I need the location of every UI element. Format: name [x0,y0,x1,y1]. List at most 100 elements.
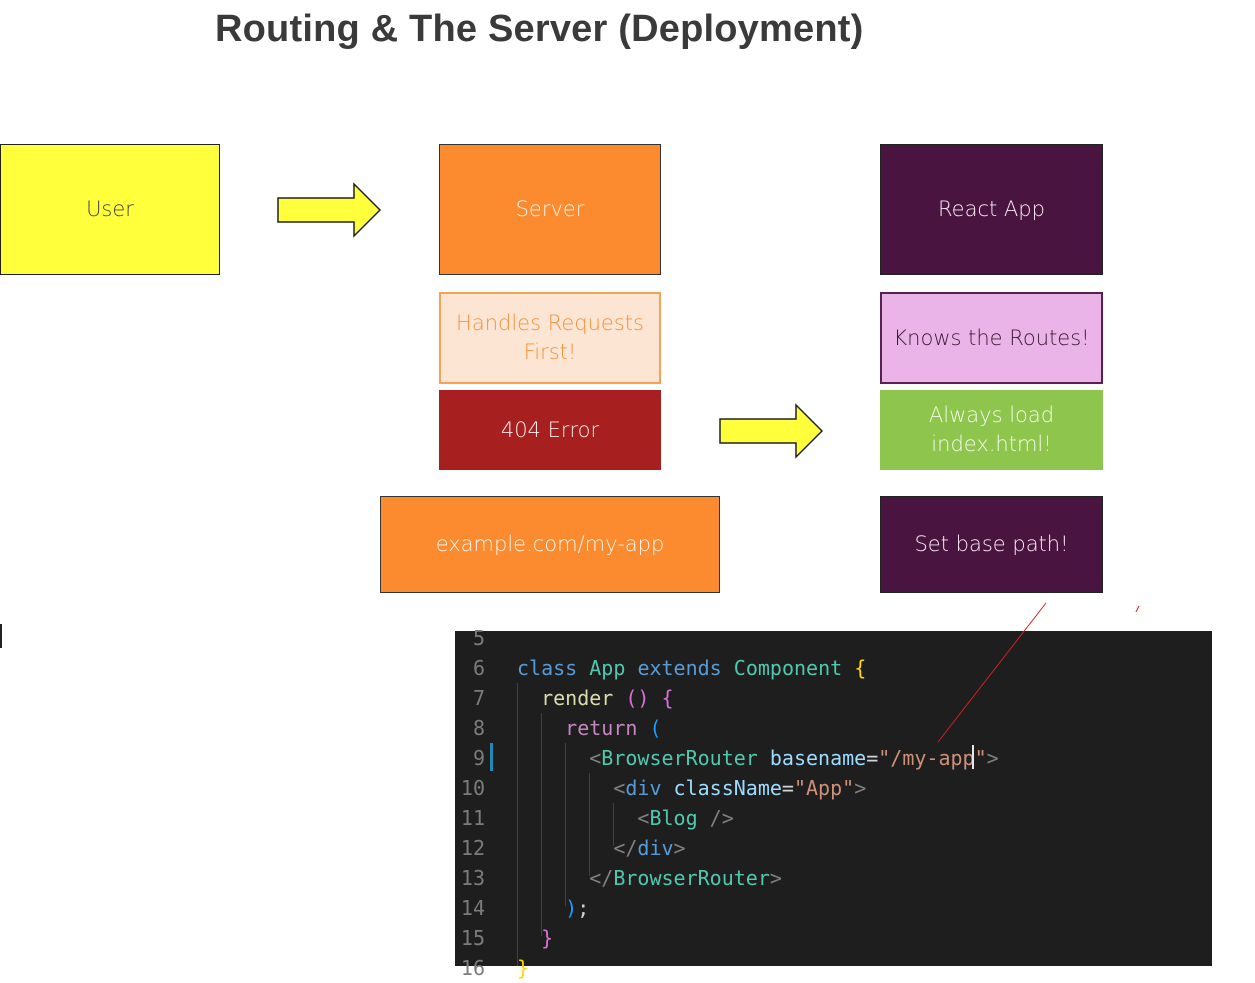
code-text: } [517,923,553,953]
indent-guide [517,683,518,966]
code-token [649,686,661,710]
code-token: </ [589,866,614,890]
server-box-label: Server [515,197,585,221]
arrow-right-icon [719,403,824,459]
code-token: > [986,746,999,770]
code-token: className [673,776,782,800]
code-line: 9 <BrowserRouter basename="/my-app"> [455,743,1212,773]
error-404-box-label: 404 Error [500,417,600,442]
code-text: ); [517,893,589,923]
code-token: < [589,746,602,770]
code-line: 15 } [455,923,1212,953]
line-number: 10 [460,776,485,800]
code-text: class App extends Component { [517,653,866,683]
code-text: <Blog /> [517,803,734,833]
line-number: 8 [472,716,485,740]
code-token: App [589,656,626,680]
code-token: = [781,776,794,800]
annotation-tick [1135,605,1140,613]
line-number: 15 [460,926,485,950]
line-number: 12 [460,836,485,860]
code-token: extends [637,656,722,680]
example-url-box: example.com/my-app [380,496,720,593]
code-token: render [541,686,614,710]
code-token: > [673,836,686,860]
code-token [517,926,541,950]
arrow-right-icon [277,182,382,238]
knows-routes-box-label: Knows the Routes! [893,325,1090,350]
code-text: render () { [517,683,674,713]
line-number: 16 [460,956,485,980]
code-token: basename [769,746,867,770]
user-box: User [0,144,220,275]
code-token: BrowserRouter [601,746,758,770]
text-cursor-mark [0,624,2,648]
code-token: > [854,776,867,800]
code-token: return [565,716,638,740]
code-token: ) [565,896,578,920]
code-token [637,716,649,740]
code-token: { [661,686,674,710]
line-number: 7 [472,686,485,710]
code-token: Component [733,656,843,680]
indent-guide [589,773,590,876]
code-line: 7 render () { [455,683,1212,713]
code-token: "App" [793,776,855,800]
code-line: 6 class App extends Component { [455,653,1212,683]
handles-requests-box: Handles Requests First! [439,292,661,384]
code-token: = [866,746,879,770]
code-token [842,656,854,680]
line-number: 9 [472,746,485,770]
code-token [517,866,589,890]
line-number: 13 [460,866,485,890]
code-text: <BrowserRouter basename="/my-app"> [517,743,999,773]
code-line: 16} [455,953,1212,983]
code-token [517,746,589,770]
code-token: } [517,956,530,980]
code-text: </div> [517,833,686,863]
always-load-index-box: Always load index.html! [880,390,1103,470]
editor-caret [972,745,974,769]
code-token [662,776,674,800]
indent-guide [565,743,566,906]
line-number: 14 [460,896,485,920]
code-line: 8 return ( [455,713,1212,743]
user-box-label: User [86,197,134,221]
code-token [517,836,613,860]
modified-line-gutter-marker [490,743,493,771]
code-token: { [854,656,867,680]
server-box: Server [439,144,661,275]
line-number: 5 [472,626,485,650]
react-app-box: React App [880,144,1103,275]
code-token: </ [613,836,638,860]
code-token [758,746,770,770]
code-text: } [517,953,529,983]
example-url-box-label: example.com/my-app [435,532,665,556]
code-token: div [625,776,662,800]
code-token [517,716,565,740]
code-token: () [625,686,650,710]
code-line: 12 </div> [455,833,1212,863]
handles-requests-box-label: Handles Requests First! [456,311,644,364]
error-404-box: 404 Error [439,390,661,470]
code-line: 11 <Blog /> [455,803,1212,833]
code-text: return ( [517,713,661,743]
code-token [625,656,637,680]
code-line: 14 ); [455,893,1212,923]
code-token: /> [697,806,734,830]
code-token: div [637,836,674,860]
code-token [517,896,565,920]
code-token [613,686,625,710]
indent-guide [541,713,542,936]
code-token [517,776,613,800]
code-token: < [613,776,626,800]
code-token: } [541,926,554,950]
code-line: 10 <div className="App"> [455,773,1212,803]
react-app-box-label: React App [938,197,1045,221]
line-number: 6 [472,656,485,680]
code-token: Blog [649,806,698,830]
set-base-path-box-label: Set base path! [914,532,1069,556]
code-token: class [517,656,578,680]
code-text: </BrowserRouter> [517,863,782,893]
